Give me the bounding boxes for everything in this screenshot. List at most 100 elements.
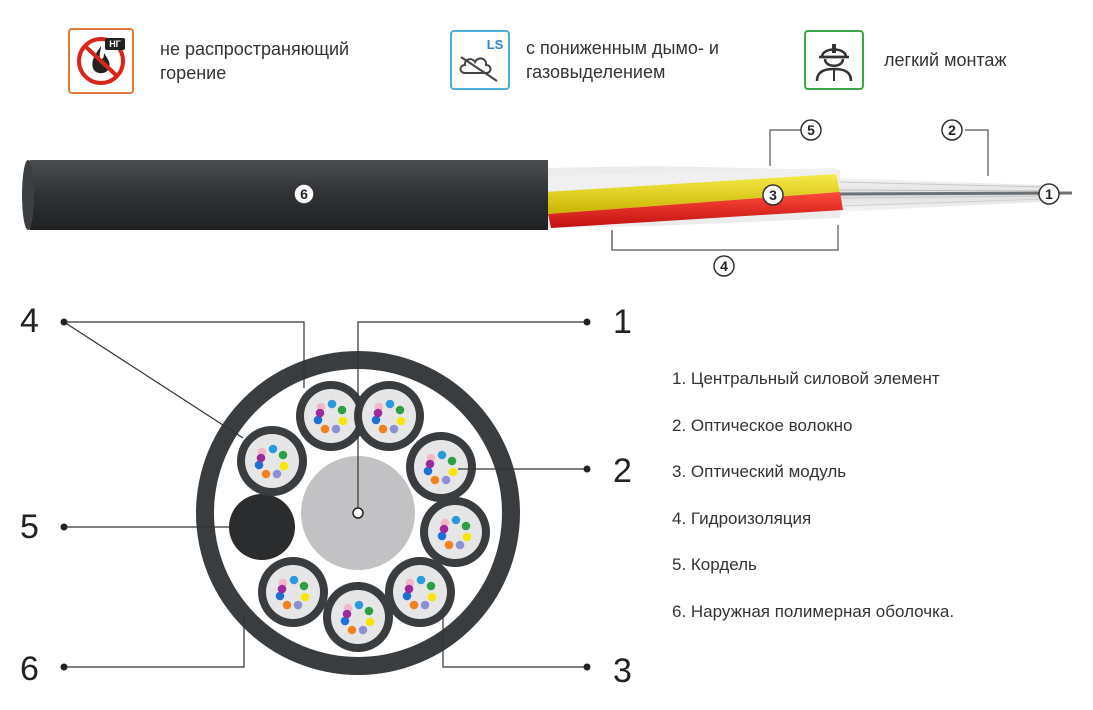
fiber-dot (441, 475, 451, 485)
fiber-dot (256, 453, 266, 463)
cable-side-view: 1 2 3 4 5 6 (22, 119, 1073, 277)
fiber-dot (420, 600, 430, 610)
feature-smoke: LS с пониженным дымо- и газовыделением (450, 30, 736, 90)
fiber-dot (426, 581, 436, 591)
fiber-dot (354, 600, 364, 610)
optical-module (323, 582, 393, 652)
fire-badge: НГ (68, 28, 134, 94)
optical-module (296, 381, 366, 451)
smoke-badge-text: LS (487, 37, 504, 52)
cross-callout-2: 2 (613, 452, 632, 490)
module-yellow (545, 174, 840, 214)
smoke-badge: LS (450, 30, 510, 90)
cross-modules (237, 381, 490, 652)
fiber-dot (261, 469, 271, 479)
fiber-dot (254, 460, 264, 470)
fire-badge-text: НГ (109, 39, 121, 49)
fiber-dot (320, 424, 330, 434)
install-badge (804, 30, 864, 90)
fiber-dot (313, 415, 323, 425)
cable-callout-5: 5 (800, 119, 822, 141)
optical-module (354, 381, 424, 451)
fiber-dot (340, 616, 350, 626)
cable-callouts: 1 2 3 4 5 6 (293, 119, 1060, 277)
fiber-dot (278, 450, 288, 460)
cable-cross-section (60, 318, 591, 675)
legend-item-1: 1. Центральный силовой элемент (672, 369, 940, 388)
fiber-dot (437, 531, 447, 541)
optical-module (406, 432, 476, 502)
fiber-dot (378, 424, 388, 434)
fiber-dot (396, 416, 406, 426)
optical-module (420, 497, 490, 567)
cable-callout-1: 1 (1038, 183, 1060, 205)
fiber-dot (385, 399, 395, 409)
fiber-dot (338, 416, 348, 426)
module-clear-1 (545, 168, 838, 190)
center-point (352, 507, 364, 519)
cable-number-6: 6 (300, 186, 308, 202)
cross-cordel (229, 494, 295, 560)
cable-callout-3: 3 (762, 184, 784, 206)
fiber-dot (425, 459, 435, 469)
cable-callout-6: 6 (293, 183, 315, 205)
fiber-dot (300, 592, 310, 602)
fiber-dot (358, 625, 368, 635)
fiber-dot (423, 466, 433, 476)
cable-number-4: 4 (720, 258, 728, 274)
fiber-dot (402, 591, 412, 601)
no-fire-icon: НГ (77, 37, 125, 85)
fiber-dot (461, 521, 471, 531)
cable-number-5: 5 (807, 122, 815, 138)
fiber-dot (437, 450, 447, 460)
fiber-dot (342, 609, 352, 619)
fiber-dot (455, 540, 465, 550)
fiber-dot (389, 424, 399, 434)
legend-item-2: 2. Оптическое волокно (672, 415, 853, 435)
cross-callout-3: 3 (613, 652, 632, 690)
low-smoke-icon: LS (459, 37, 504, 82)
cable-callout-4: 4 (713, 255, 735, 277)
feature-install: легкий монтаж (804, 30, 1044, 90)
fiber-dot (268, 444, 278, 454)
fiber-dot (451, 515, 461, 525)
outer-sheath (24, 160, 548, 230)
legend-item-3: 3. Оптический модуль (672, 462, 847, 481)
fiber-dot (371, 415, 381, 425)
optical-module (237, 426, 307, 496)
fiber-dot (462, 532, 472, 542)
fiber-dot (373, 408, 383, 418)
fiber-dot (448, 467, 458, 477)
cable-number-3: 3 (769, 187, 777, 203)
fiber-dot (444, 540, 454, 550)
fiber-dot (427, 592, 437, 602)
cross-callout-4: 4 (20, 302, 39, 340)
feature-smoke-text: с пониженным дымо- и газовыделением (526, 38, 719, 82)
fiber-dot (293, 600, 303, 610)
worker-helmet-icon (815, 44, 853, 82)
fiber-dot (299, 581, 309, 591)
fiber-dot (279, 461, 289, 471)
fiber-dot (365, 617, 375, 627)
fiber-dot (447, 456, 457, 466)
fiber-dot (364, 606, 374, 616)
cable-number-1: 1 (1045, 186, 1053, 202)
fiber-dot (337, 405, 347, 415)
cable-number-2: 2 (948, 122, 956, 138)
cross-callout-6: 6 (20, 650, 39, 688)
cross-callout-1: 1 (613, 303, 632, 341)
fiber-dot (275, 591, 285, 601)
fiber-dot (430, 475, 440, 485)
fiber-dot (416, 575, 426, 585)
fiber-dot (347, 625, 357, 635)
cross-callout-5: 5 (20, 508, 39, 546)
fiber-dot (282, 600, 292, 610)
fiber-dot (404, 584, 414, 594)
legend-item-5: 5. Кордель (672, 555, 757, 574)
feature-install-text: легкий монтаж (884, 50, 1007, 70)
fiber-dot (439, 524, 449, 534)
optical-module (385, 557, 455, 627)
legend-item-4: 4. Гидроизоляция (672, 508, 812, 528)
fiber-dot (327, 399, 337, 409)
